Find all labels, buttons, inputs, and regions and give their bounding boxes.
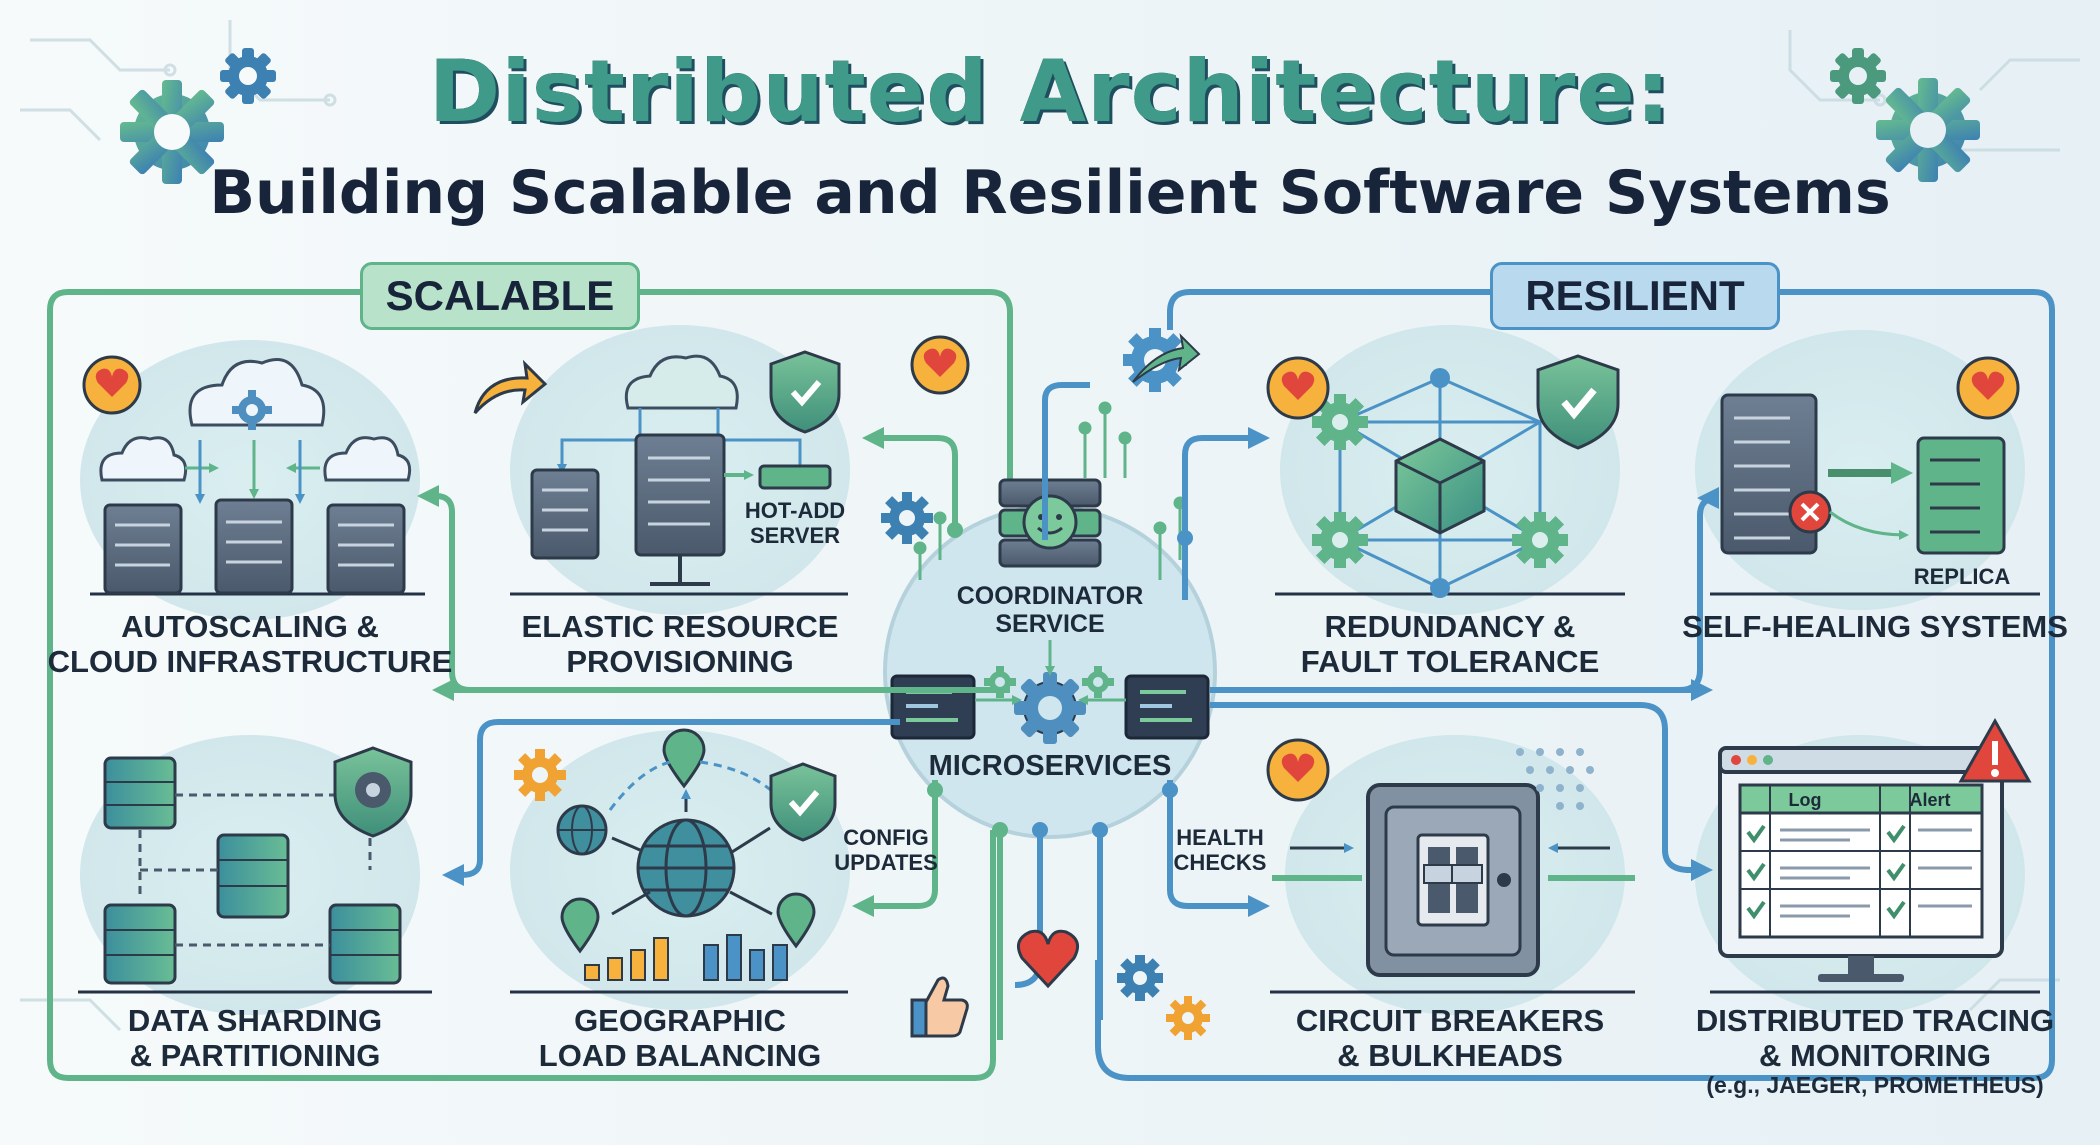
- gear-icon: [1830, 48, 1886, 104]
- page-title: Distributed Architecture:: [428, 42, 1672, 142]
- cloud-icon: [323, 436, 412, 482]
- heart-bubble-icon: [82, 355, 142, 415]
- shield-icon: [769, 762, 837, 842]
- circuit-breakers-label: CIRCUIT BREAKERS& BULKHEADS: [1295, 1003, 1605, 1073]
- self-healing-label: SELF-HEALING SYSTEMS: [1682, 609, 2068, 644]
- connector-arrows: [417, 382, 1719, 1040]
- gear-icon: [120, 80, 224, 184]
- microservices-label: MICROSERVICES: [928, 750, 1172, 782]
- cloud-network-icon: [624, 354, 739, 410]
- shield-icon: [769, 350, 841, 434]
- gear-icon: [1166, 996, 1210, 1040]
- sharding-illustration: [103, 746, 413, 985]
- heart-bubble-icon: [1266, 356, 1330, 420]
- gear-icon: [1082, 666, 1114, 698]
- redundancy-label: REDUNDANCY &FAULT TOLERANCE: [1300, 609, 1600, 679]
- geo-illustration: [514, 728, 1210, 1040]
- hub-antennas: [913, 401, 1187, 580]
- gear-icon: [1876, 78, 1980, 182]
- alert-column-header: Alert: [1909, 790, 1950, 810]
- warning-icon: [1958, 717, 2032, 783]
- shield-icon: [333, 746, 413, 838]
- coordinator-server-icon: [998, 478, 1102, 568]
- thumbs-up-icon: [910, 976, 969, 1038]
- resilient-frame-right: [1095, 289, 2055, 1081]
- gear-arrow-icon: [1123, 328, 1201, 392]
- connector-dots: [927, 522, 1008, 838]
- gear-icon: [1312, 512, 1368, 568]
- cabinet-icon: [1366, 783, 1540, 977]
- heart-bubble-icon: [910, 335, 970, 395]
- cloud-icon: [188, 358, 326, 427]
- bar-graph-icon: [584, 934, 788, 981]
- heart-bubble-icon: [1956, 356, 2020, 420]
- gear-icon: [1312, 394, 1368, 450]
- gear-icon: [220, 48, 276, 104]
- connector-dots: [1032, 530, 1193, 838]
- hub-links: [975, 640, 1126, 705]
- error-icon: [1788, 490, 1832, 534]
- elastic-illustration: [473, 335, 970, 586]
- globe-icon: [636, 818, 736, 918]
- heart-icon: [1016, 929, 1080, 989]
- cloud-icon: [99, 436, 188, 482]
- data-sharding-label: DATA SHARDING& PARTITIONING: [127, 1003, 383, 1073]
- resilient-badge: RESILIENT: [1490, 262, 1780, 330]
- autoscaling-illustration: [82, 355, 412, 595]
- code-window-icon: [1124, 674, 1210, 740]
- map-pin-icon: [560, 728, 816, 954]
- gear-icon: [881, 492, 933, 544]
- gear-icon: [1117, 955, 1163, 1001]
- code-window-icon: [890, 674, 976, 740]
- resilient-frame: [1167, 289, 1490, 330]
- cube-icon: [1394, 437, 1486, 535]
- globe-icon: [556, 804, 608, 856]
- scalable-frame-top: [592, 289, 1013, 480]
- replica-label: REPLICA: [1914, 564, 2011, 589]
- gear-icon: [232, 390, 272, 430]
- shield-icon: [1536, 354, 1620, 450]
- distributed-tracing-label: DISTRIBUTED TRACING& MONITORING (e.g., J…: [1695, 1003, 2055, 1099]
- log-column-header: Log: [1789, 790, 1822, 810]
- data-dots: [1516, 748, 1594, 810]
- gear-icon: [1014, 672, 1086, 744]
- redundancy-illustration: [1123, 328, 1620, 598]
- monitor-icon: [1718, 746, 2004, 982]
- hot-add-label: HOT-ADD: [745, 498, 845, 523]
- database-icon: [103, 756, 402, 985]
- coordinator-service-label: COORDINATOR SERVICE: [956, 582, 1144, 638]
- scalable-frame: [47, 289, 996, 1081]
- scalable-badge: SCALABLE: [360, 262, 640, 330]
- tracing-illustration: [1718, 717, 2032, 982]
- page-subtitle: Building Scalable and Resilient Software…: [209, 158, 1891, 228]
- hot-add-server-icon: [758, 464, 832, 490]
- circuit-illustration: [1266, 738, 1635, 977]
- hot-add-label: SERVER: [750, 523, 840, 548]
- rack-slots: [115, 520, 394, 567]
- self-healing-illustration: [1720, 356, 2020, 555]
- autoscaling-label: AUTOSCALING &CLOUD INFRASTRUCTURE: [47, 609, 453, 679]
- heart-bubble-icon: [1266, 738, 1330, 802]
- curved-arrow-icon: [473, 359, 548, 414]
- gear-icon: [1512, 512, 1568, 568]
- gear-icon: [514, 749, 566, 801]
